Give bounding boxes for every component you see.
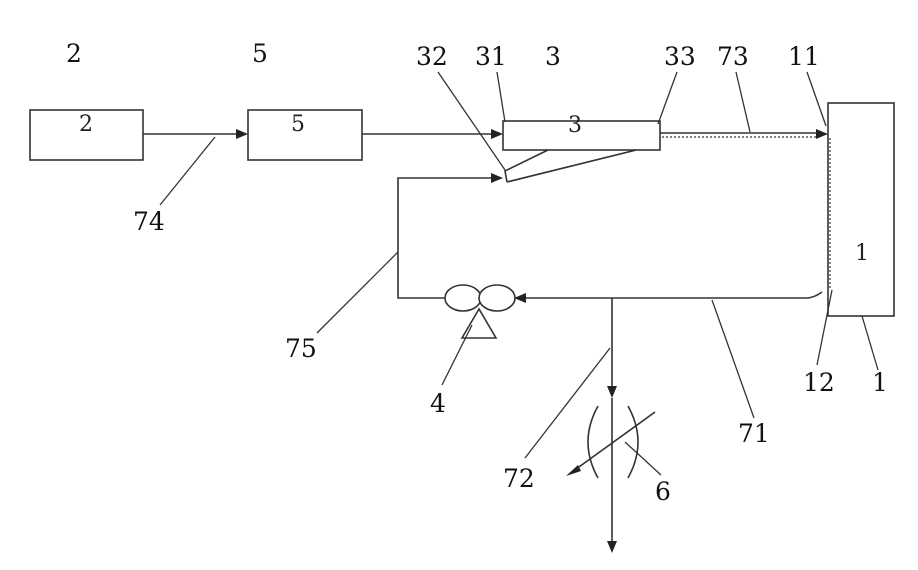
pipe-75 [398, 178, 493, 298]
throttle-valve-adjust-arrow [566, 465, 581, 476]
pipe-72-arrow-lower [607, 541, 617, 553]
numeral-4: 4 [430, 389, 446, 418]
component-3-label: 3 [568, 113, 582, 138]
throttle-valve-adjust-line [572, 412, 655, 472]
pipe-75-arrow [491, 173, 503, 183]
pipe-5-to-31-arrow [491, 129, 503, 139]
leader-32 [438, 72, 505, 170]
component-5-label: 5 [291, 112, 305, 137]
leader-31 [497, 72, 505, 122]
throttle-valve-right-arc [628, 406, 638, 478]
numeral-3: 3 [545, 42, 561, 71]
pipe-71-arrow [514, 293, 526, 303]
numeral-2: 2 [66, 39, 82, 68]
numeral-71: 71 [738, 419, 770, 448]
pipe-71 [524, 292, 822, 298]
leader-4 [442, 325, 472, 385]
numeral-6: 6 [655, 477, 671, 506]
throttle-valve-6 [566, 406, 655, 478]
pump-4-left-lobe [445, 285, 481, 311]
numeral-73: 73 [717, 42, 749, 71]
component-5-box [248, 110, 362, 160]
component-2-label: 2 [79, 112, 93, 137]
component-1-box [828, 103, 894, 316]
pump-4-right-lobe [479, 285, 515, 311]
pump-4 [445, 285, 515, 338]
numeral-75: 75 [285, 334, 317, 363]
leader-75 [317, 252, 398, 333]
throttle-valve-left-arc [588, 406, 598, 478]
component-1-label: 1 [855, 241, 869, 266]
leader-74 [160, 137, 215, 205]
numeral-33: 33 [664, 42, 696, 71]
suction-port-32 [505, 150, 636, 182]
component-2: 2 [30, 110, 143, 160]
leader-73 [736, 72, 750, 132]
numeral-32: 32 [416, 42, 448, 71]
leader-6 [625, 442, 661, 475]
component-3-injector: 3 [503, 113, 660, 182]
numeral-11: 11 [788, 42, 820, 71]
pipe-73-arrow [816, 129, 828, 139]
leader-1 [862, 316, 878, 370]
numeral-1: 1 [872, 368, 888, 397]
leader-33 [658, 72, 677, 124]
leader-71 [712, 300, 754, 418]
numeral-5: 5 [252, 39, 268, 68]
numeral-12: 12 [803, 368, 835, 397]
component-5: 5 [248, 110, 362, 160]
leader-11 [807, 72, 826, 126]
leader-72 [525, 348, 610, 458]
numeral-72: 72 [503, 464, 535, 493]
numeral-31: 31 [475, 42, 507, 71]
numeral-74: 74 [133, 207, 165, 236]
pipe-72-arrow-upper [607, 386, 617, 398]
leader-12 [817, 290, 832, 365]
pipe-74-arrow [236, 129, 248, 139]
component-1: 1 [828, 103, 894, 316]
